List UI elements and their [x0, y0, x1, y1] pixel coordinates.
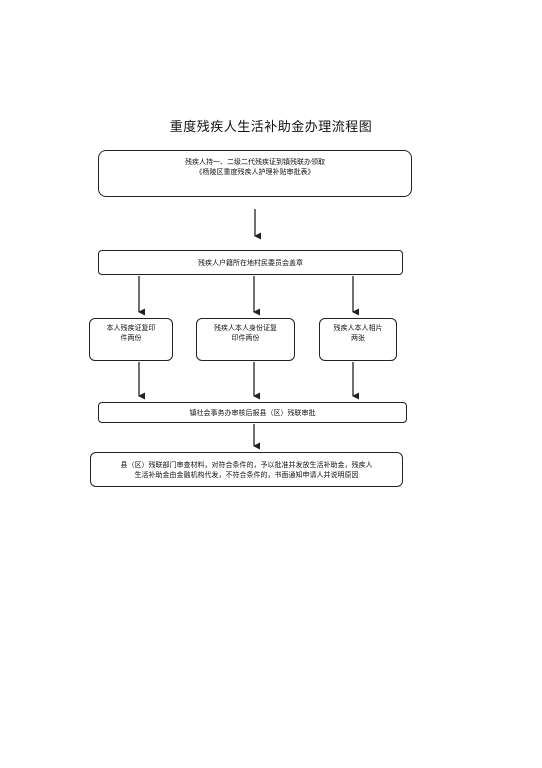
flow-step-text-line: 生活补助金由金融机构代发，不符合条件的，书面通知申请人并说明原因 [134, 470, 359, 479]
flow-step-village-stamp: 残疾人户籍所在地村民委员会盖章 [98, 250, 403, 275]
flow-step-text-line: 残疾人持一、二级二代残疾证到镇残联办领取 [185, 158, 325, 166]
flow-doc-text-line: 残疾人本人相片 [333, 324, 383, 332]
flow-step-text: 残疾人户籍所在地村民委员会盖章 [198, 258, 303, 267]
flow-step-county-approval: 县（区）残联部门审查材料，对符合条件的，予以批准并发放生活补助金，残疾人 生活补… [90, 452, 403, 487]
page-title: 重度残疾人生活补助金办理流程图 [169, 120, 373, 135]
flow-doc-disability-cert-copy: 本人残疾证复印 件两份 [89, 318, 173, 361]
flow-doc-text-line: 残疾人本人身份证复 [214, 324, 277, 332]
flow-doc-id-card-copy: 残疾人本人身份证复 印件两份 [196, 318, 295, 361]
flow-doc-text-line: 印件两份 [231, 334, 260, 342]
flow-doc-photos: 残疾人本人相片 两张 [319, 318, 397, 361]
flow-doc-text-line: 件两份 [120, 334, 142, 342]
flow-step-town-review: 镇社会事务办审核后报县（区）残联审批 [98, 402, 407, 423]
flow-step-text-line: 《杨陵区重度残疾人护理补贴审批表》 [195, 168, 315, 176]
flow-step-text: 镇社会事务办审核后报县（区）残联审批 [189, 408, 316, 417]
flow-step-text-line: 县（区）残联部门审查材料，对符合条件的，予以批准并发放生活补助金，残疾人 [120, 460, 373, 469]
flow-doc-text-line: 本人残疾证复印 [106, 324, 156, 332]
flow-step-collect-form: 残疾人持一、二级二代残疾证到镇残联办领取 《杨陵区重度残疾人护理补贴审批表》 [98, 150, 412, 197]
flow-doc-text-line: 两张 [351, 334, 365, 342]
